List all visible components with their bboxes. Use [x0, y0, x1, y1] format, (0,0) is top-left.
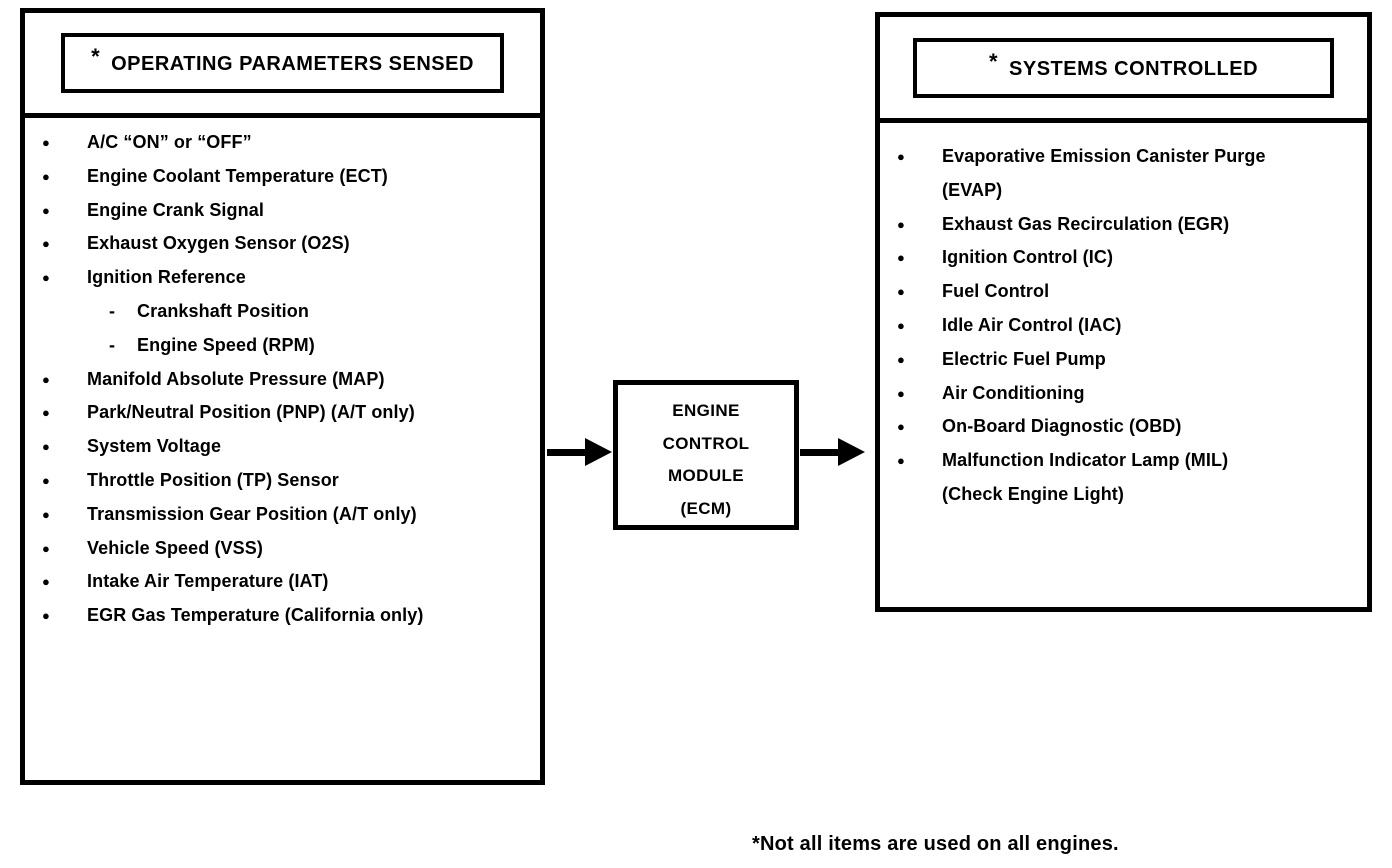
list-item: ● Malfunction Indicator Lamp (MIL) (Chec… — [880, 444, 1359, 512]
list-item-label: EGR Gas Temperature (California only) — [87, 605, 424, 626]
list-item: ● A/C “ON” or “OFF” — [25, 126, 532, 160]
list-item: ● Fuel Control — [880, 275, 1359, 309]
list-item: ● Manifold Absolute Pressure (MAP) — [25, 363, 532, 397]
dash-icon: - — [109, 300, 116, 321]
arrow-shaft — [547, 448, 585, 456]
list-item-label: Exhaust Oxygen Sensor (O2S) — [87, 233, 350, 254]
bullet-icon: ● — [42, 608, 50, 624]
list-item: ● Ignition Control (IC) — [880, 241, 1359, 275]
ecm-box-line: ENGINE — [672, 401, 740, 420]
list-item-label: On-Board Diagnostic (OBD) — [942, 416, 1182, 437]
list-item: ● Engine Coolant Temperature (ECT) — [25, 160, 532, 194]
bullet-icon: ● — [897, 385, 905, 401]
bullet-icon: ● — [42, 472, 50, 488]
ecm-box: ENGINE CONTROL MODULE (ECM) — [613, 380, 799, 530]
list-item-label: Park/Neutral Position (PNP) (A/T only) — [87, 402, 415, 423]
bullet-icon: ● — [42, 540, 50, 556]
bullet-icon: ● — [897, 419, 905, 435]
ecm-box-line: (ECM) — [680, 498, 732, 518]
list-item: ● Vehicle Speed (VSS) — [25, 532, 532, 566]
list-item: ● Intake Air Temperature (IAT) — [25, 565, 532, 599]
systems-controlled-header: * SYSTEMS CONTROLLED — [880, 17, 1367, 123]
list-item-label: Vehicle Speed (VSS) — [87, 537, 263, 558]
operating-parameters-title-box: * OPERATING PARAMETERS SENSED — [61, 33, 504, 93]
list-item: ● Electric Fuel Pump — [880, 343, 1359, 377]
bullet-icon: ● — [42, 236, 50, 252]
list-item: - Engine Speed (RPM) — [25, 329, 532, 363]
bullet-icon: ● — [897, 351, 905, 367]
systems-controlled-panel: * SYSTEMS CONTROLLED ● Evaporative Emiss… — [875, 12, 1372, 612]
list-item: ● System Voltage — [25, 430, 532, 464]
list-item-label: Manifold Absolute Pressure (MAP) — [87, 368, 385, 389]
list-item-label: Crankshaft Position — [137, 300, 309, 321]
list-item-label: Air Conditioning — [942, 382, 1085, 403]
bullet-icon: ● — [897, 317, 905, 333]
arrow-head — [838, 438, 865, 466]
operating-parameters-header: * OPERATING PARAMETERS SENSED — [25, 13, 540, 118]
list-item: ● Air Conditioning — [880, 377, 1359, 411]
list-item-label: Malfunction Indicator Lamp (MIL) (Check … — [942, 450, 1229, 504]
list-item: ● Throttle Position (TP) Sensor — [25, 464, 532, 498]
list-item-label: Engine Crank Signal — [87, 199, 264, 220]
arrow-shaft — [800, 448, 838, 456]
operating-parameters-list: ● A/C “ON” or “OFF” ● Engine Coolant Tem… — [25, 118, 540, 633]
bullet-icon: ● — [42, 168, 50, 184]
asterisk-icon: * — [988, 48, 999, 74]
list-item: ● Park/Neutral Position (PNP) (A/T only) — [25, 396, 532, 430]
systems-controlled-title: SYSTEMS CONTROLLED — [1009, 57, 1259, 80]
bullet-icon: ● — [42, 371, 50, 387]
list-item-label: Intake Air Temperature (IAT) — [87, 571, 329, 592]
list-item: ● Exhaust Gas Recirculation (EGR) — [880, 208, 1359, 242]
bullet-icon: ● — [897, 149, 905, 164]
footnote: *Not all items are used on all engines. — [752, 833, 1119, 855]
dash-icon: - — [109, 334, 116, 355]
inputs-to-ecm-arrow-icon — [547, 438, 612, 466]
systems-controlled-list: ● Evaporative Emission Canister Purge (E… — [880, 123, 1367, 512]
bullet-icon: ● — [897, 453, 905, 469]
list-item-label: Throttle Position (TP) Sensor — [87, 469, 339, 490]
list-item: ● Ignition Reference — [25, 261, 532, 295]
list-item-label: Transmission Gear Position (A/T only) — [87, 503, 417, 524]
list-item-label: Exhaust Gas Recirculation (EGR) — [942, 213, 1230, 234]
list-item-label: Electric Fuel Pump — [942, 348, 1106, 369]
list-item-label: Engine Speed (RPM) — [137, 334, 315, 355]
list-item: ● EGR Gas Temperature (California only) — [25, 599, 532, 633]
list-item-label: Ignition Control (IC) — [942, 247, 1114, 268]
list-item: ● Idle Air Control (IAC) — [880, 309, 1359, 343]
asterisk-icon: * — [91, 44, 101, 69]
list-item-label: Engine Coolant Temperature (ECT) — [87, 165, 388, 186]
ecm-to-outputs-arrow-icon — [800, 438, 865, 466]
operating-parameters-title: OPERATING PARAMETERS SENSED — [111, 53, 474, 75]
list-item-label: Ignition Reference — [87, 267, 246, 288]
list-item-label: Fuel Control — [942, 281, 1050, 302]
list-item-label: Evaporative Emission Canister Purge (EVA… — [942, 146, 1266, 200]
bullet-icon: ● — [42, 405, 50, 421]
systems-controlled-title-box: * SYSTEMS CONTROLLED — [912, 37, 1335, 98]
list-item: ● Exhaust Oxygen Sensor (O2S) — [25, 227, 532, 261]
bullet-icon: ● — [897, 250, 905, 266]
bullet-icon: ● — [42, 135, 50, 150]
operating-parameters-panel: * OPERATING PARAMETERS SENSED ● A/C “ON”… — [20, 8, 545, 785]
list-item-label: A/C “ON” or “OFF” — [87, 132, 252, 152]
list-item: ● On-Board Diagnostic (OBD) — [880, 410, 1359, 444]
bullet-icon: ● — [897, 216, 905, 232]
ecm-box-line: MODULE — [667, 466, 745, 485]
bullet-icon: ● — [42, 439, 50, 455]
bullet-icon: ● — [897, 284, 905, 300]
bullet-icon: ● — [42, 202, 50, 218]
list-item-label: Idle Air Control (IAC) — [942, 314, 1122, 335]
list-item: ● Transmission Gear Position (A/T only) — [25, 498, 532, 532]
list-item: ● Engine Crank Signal — [25, 194, 532, 228]
list-item: ● Evaporative Emission Canister Purge (E… — [880, 140, 1359, 208]
bullet-icon: ● — [42, 270, 50, 286]
bullet-icon: ● — [42, 574, 50, 590]
list-item: - Crankshaft Position — [25, 295, 532, 329]
arrow-head — [585, 438, 612, 466]
list-item-label: System Voltage — [87, 436, 222, 457]
ecm-box-line: CONTROL — [662, 433, 750, 453]
bullet-icon: ● — [42, 506, 50, 522]
